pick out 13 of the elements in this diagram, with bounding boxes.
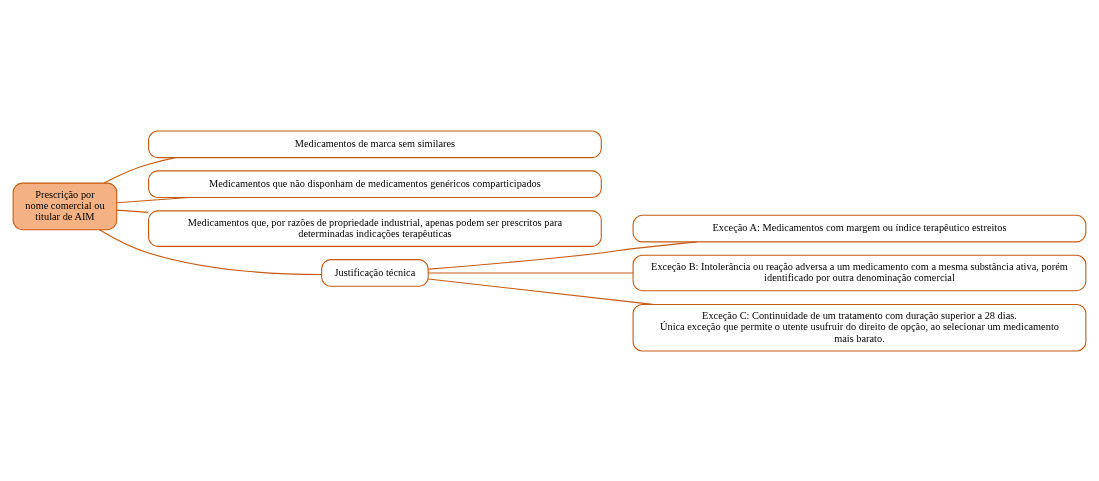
node-box: Justificação técnica <box>321 258 429 287</box>
connector <box>427 271 634 274</box>
node-box: Exceção C: Continuidade de um tratamento com duração superior a 28 dias. Única exceção que permite o utente usufruir do direito de opção, ao selecionar um medicamento mais barato. <box>632 303 1087 352</box>
node-box: Medicamentos de marca sem similares <box>148 129 602 158</box>
node-box: Medicamentos que não disponham de medicamentos genéricos comparticipados <box>148 169 602 198</box>
node-box: Exceção A: Medicamentos com margem ou índice terapêutico estreitos <box>632 214 1087 242</box>
connector <box>98 228 322 275</box>
connector <box>116 196 190 203</box>
node-box: Exceção B: Intolerância ou reação adversa a um medicamento com a mesma substância ativa, porém identificado por outra denominação comercial <box>632 254 1087 291</box>
node-box: Prescrição por nome comercial ou titular de AIM <box>12 182 118 230</box>
connector <box>116 209 149 213</box>
node-box: Medicamentos que, por razões de propriedade industrial, apenas podem ser prescritos para determinadas indicações terapêuticas <box>148 209 602 247</box>
connector <box>427 240 698 270</box>
